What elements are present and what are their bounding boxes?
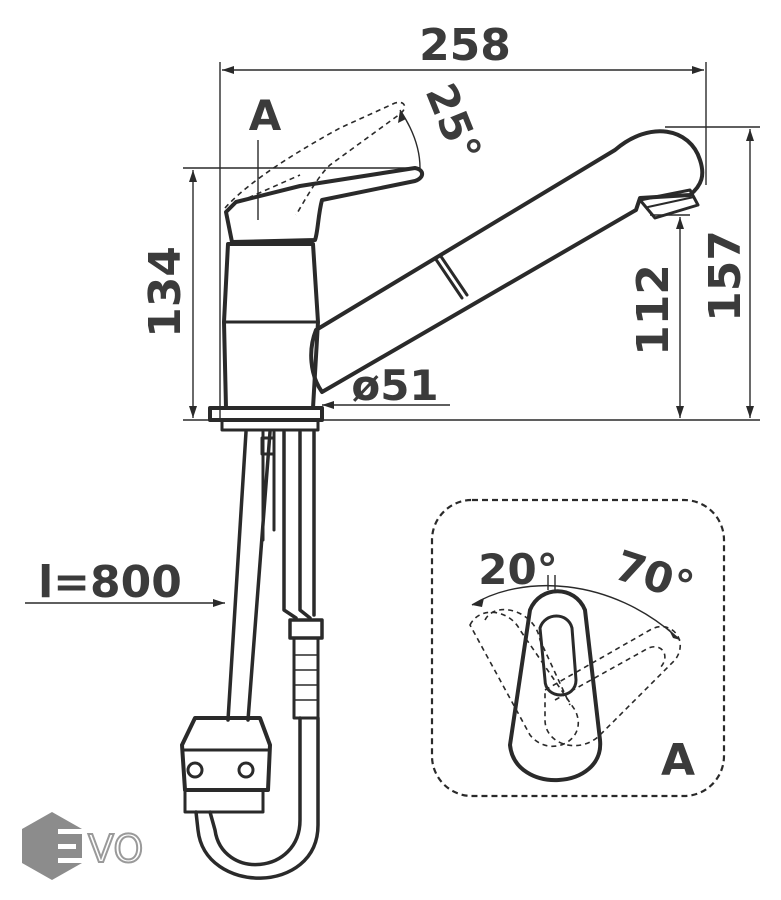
rotation-left-dimension: 20° (478, 545, 557, 594)
base-diameter-dimension: ø51 (351, 361, 438, 410)
faucet-body (180, 101, 705, 880)
view-marker-detail: A (661, 735, 695, 786)
brand-logo: VO (22, 812, 144, 880)
view-marker-main: A (249, 91, 282, 140)
hose-length-dimension: l=800 (38, 557, 182, 608)
rotation-detail-box (430, 498, 726, 798)
width-dimension: 258 (419, 20, 511, 71)
logo-text: VO (88, 827, 143, 871)
lever-tilt-dimension: 25° (416, 77, 491, 169)
spout-height-dimension: 112 (628, 264, 679, 356)
total-height-dimension: 157 (700, 230, 751, 322)
dimension-lines (25, 62, 760, 607)
body-height-dimension: 134 (140, 246, 191, 338)
